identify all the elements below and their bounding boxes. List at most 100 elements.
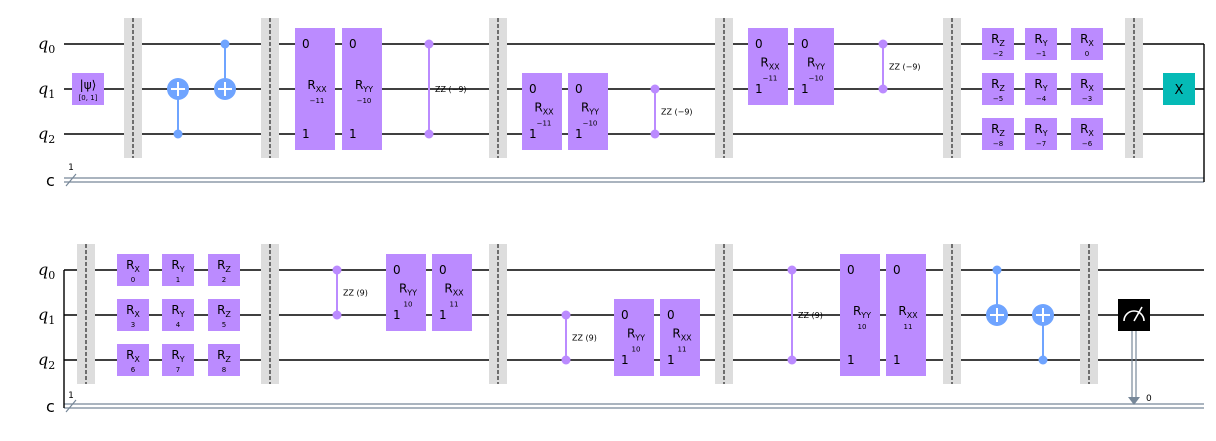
gate-port-1: 1 bbox=[801, 82, 809, 96]
meter-needle bbox=[1133, 306, 1143, 322]
two-qubit-gate-label: RXX bbox=[672, 327, 692, 343]
zz-label: ZZ (9) bbox=[343, 289, 368, 298]
gate-label: RY bbox=[171, 303, 184, 319]
gate-port-1: 1 bbox=[393, 308, 401, 322]
zz-dot bbox=[787, 265, 797, 275]
two-qubit-gate-param: 10 bbox=[632, 346, 641, 354]
zz-label: ZZ (9) bbox=[798, 311, 823, 320]
gate-port-0: 0 bbox=[349, 37, 357, 51]
gate-label: RZ bbox=[991, 122, 1005, 138]
zz-dot bbox=[650, 129, 660, 139]
gate-label: RX bbox=[126, 348, 140, 364]
two-qubit-gate-box bbox=[748, 28, 788, 105]
two-qubit-gate-box bbox=[342, 28, 382, 150]
gate-box bbox=[162, 254, 194, 286]
x-gate bbox=[1163, 73, 1195, 105]
zz-dot bbox=[332, 265, 342, 275]
meter-icon bbox=[1123, 310, 1145, 322]
gate-port-1: 1 bbox=[621, 353, 629, 367]
qubit-label-q1: q1 bbox=[38, 305, 55, 327]
classical-width-label: 1 bbox=[68, 391, 74, 401]
measure-arrow bbox=[1128, 397, 1140, 405]
two-qubit-gate-label: RXX bbox=[760, 56, 780, 72]
gate-param: −5 bbox=[993, 95, 1003, 103]
two-qubit-gate-param: 10 bbox=[404, 301, 413, 309]
two-qubit-gate-label: RYY bbox=[581, 101, 599, 117]
two-qubit-gate-box bbox=[295, 28, 335, 150]
zz-dot bbox=[787, 355, 797, 365]
gate-port-1: 1 bbox=[667, 353, 675, 367]
classical-width-label: 1 bbox=[68, 163, 74, 173]
gate-param: 1 bbox=[176, 276, 180, 284]
gate-param: 8 bbox=[222, 366, 226, 374]
two-qubit-gate-param: 10 bbox=[858, 323, 867, 331]
gate-port-1: 1 bbox=[349, 127, 357, 141]
initialize-label: |ψ⟩ bbox=[80, 78, 97, 92]
zz-label: ZZ (−9) bbox=[661, 108, 693, 117]
cnot-control-dot bbox=[220, 39, 230, 49]
barrier-element bbox=[715, 244, 733, 384]
init-element: |ψ⟩[0, 1] bbox=[72, 73, 104, 105]
gate-port-0: 0 bbox=[847, 263, 855, 277]
zz-label: ZZ (−9) bbox=[435, 85, 467, 94]
classical-register-label: c bbox=[46, 171, 55, 190]
cx-element bbox=[986, 265, 1008, 326]
gate-box bbox=[117, 254, 149, 286]
two-qubit-gate-box bbox=[660, 299, 700, 376]
gate-port-0: 0 bbox=[621, 308, 629, 322]
initialize-gate bbox=[72, 73, 104, 105]
two-qubit-gate-label: RYY bbox=[853, 304, 871, 320]
two-qubit-gate-box bbox=[840, 254, 880, 376]
two-qubit-gate-box bbox=[386, 254, 426, 331]
cnot-control-dot bbox=[1038, 355, 1048, 365]
gate-param: 0 bbox=[1085, 50, 1089, 58]
gate-box bbox=[162, 344, 194, 376]
qubit-label-q0: q0 bbox=[38, 34, 55, 56]
gate-param: −1 bbox=[1036, 50, 1046, 58]
two-qubit-gate-param: −10 bbox=[809, 75, 824, 83]
gate-port-0: 0 bbox=[755, 37, 763, 51]
column-element: RY−1RY−4RY−7 bbox=[1025, 28, 1057, 150]
two-qubit-gate-label: RYY bbox=[627, 327, 645, 343]
gate-box bbox=[982, 28, 1014, 60]
gate-box bbox=[982, 73, 1014, 105]
two-qubit-gate-label: RYY bbox=[355, 78, 373, 94]
gate-label: RX bbox=[126, 303, 140, 319]
two-qubit-gate-param: −10 bbox=[357, 97, 372, 105]
gate-box bbox=[208, 299, 240, 331]
classical-register-label: c bbox=[46, 397, 55, 416]
two-qubit-gate-label: RXX bbox=[898, 304, 918, 320]
two-qubit-gate-label: RYY bbox=[399, 282, 417, 298]
gate-port-1: 1 bbox=[575, 127, 583, 141]
cx-element bbox=[214, 39, 236, 100]
gate-port-0: 0 bbox=[439, 263, 447, 277]
zz-dot bbox=[424, 39, 434, 49]
barrier-element bbox=[715, 18, 733, 158]
column-element: RZ−2RZ−5RZ−8 bbox=[982, 28, 1014, 150]
zz-dot bbox=[561, 355, 571, 365]
gate-port-0: 0 bbox=[801, 37, 809, 51]
gate-port-1: 1 bbox=[439, 308, 447, 322]
two-qubit-gate-box bbox=[886, 254, 926, 376]
zz-element: ZZ (9) bbox=[787, 265, 823, 365]
zz-dot bbox=[424, 129, 434, 139]
gate-label: RZ bbox=[217, 348, 231, 364]
barrier-element bbox=[261, 244, 279, 384]
gate-label: RY bbox=[171, 348, 184, 364]
gate-box bbox=[1071, 28, 1103, 60]
two-qubit-gate-param: −10 bbox=[583, 120, 598, 128]
zz-element: ZZ (9) bbox=[332, 265, 368, 320]
barrier-element bbox=[489, 18, 507, 158]
gate-param: −6 bbox=[1082, 140, 1093, 148]
xgate-element: X bbox=[1163, 73, 1195, 105]
gate-label: RY bbox=[1034, 122, 1047, 138]
measure-element: 0 bbox=[1118, 299, 1152, 405]
two-qubit-gate-param: 11 bbox=[904, 323, 913, 331]
